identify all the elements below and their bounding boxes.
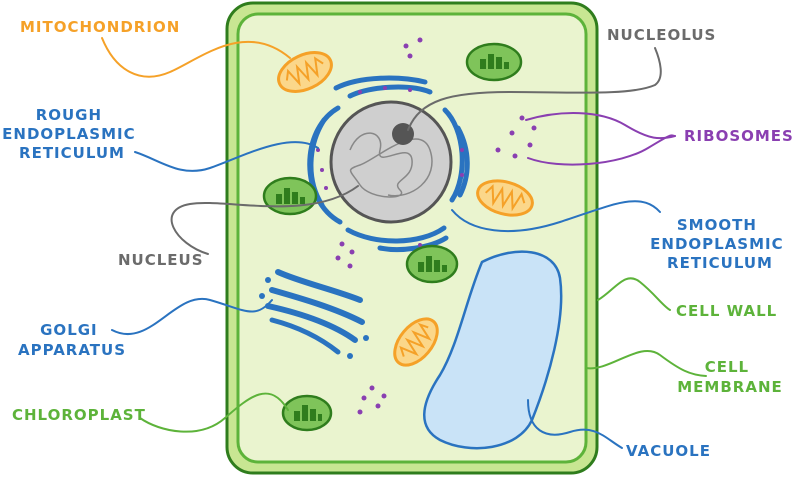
- leader-rough-er: [134, 141, 319, 172]
- label-rough-er-line-3: RETICULUM: [19, 144, 125, 162]
- nucleus: [329, 100, 453, 224]
- labels: MITOCHONDRION NUCLEOLUS ROUGH ENDOPLASMI…: [2, 18, 794, 460]
- leader-golgi: [111, 297, 273, 336]
- label-nucleolus: NUCLEOLUS: [607, 26, 716, 44]
- label-smooth-er-line-2: ENDOPLASMIC: [650, 235, 783, 253]
- mitochondrion-1: [277, 51, 333, 93]
- leader-ribosomes-upper: [525, 112, 676, 140]
- leader-cell-wall: [597, 277, 671, 311]
- leader-cell-membrane: [585, 349, 707, 377]
- label-smooth-er: SMOOTH ENDOPLASMIC RETICULUM: [650, 216, 790, 272]
- chloroplast-2: [262, 176, 318, 216]
- leader-chloroplast: [139, 392, 289, 433]
- leader-smooth-er: [451, 200, 661, 232]
- label-rough-er-line-2: ENDOPLASMIC: [2, 125, 135, 143]
- leader-lines: [101, 37, 707, 449]
- chloroplast-4: [281, 394, 333, 432]
- label-nucleus: NUCLEUS: [118, 251, 204, 269]
- label-vacuole: VACUOLE: [626, 442, 711, 460]
- label-golgi: GOLGI APPARATUS: [18, 321, 126, 359]
- ribosomes: [335, 37, 537, 415]
- vacuole: [423, 250, 563, 450]
- rough-er-ribosomes: [316, 86, 464, 247]
- label-rough-er: ROUGH ENDOPLASMIC RETICULUM: [2, 106, 142, 162]
- golgi-apparatus: [259, 269, 369, 359]
- label-cell-membrane-line-1: CELL: [705, 358, 749, 376]
- label-golgi-line-2: APPARATUS: [18, 341, 126, 359]
- label-rough-er-line-1: ROUGH: [36, 106, 102, 124]
- leader-mitochondrion: [101, 37, 291, 78]
- leader-nucleolus: [407, 47, 662, 131]
- mitochondrion-2: [476, 179, 534, 217]
- label-cell-membrane: CELL MEMBRANE: [677, 358, 783, 396]
- label-cell-membrane-line-2: MEMBRANE: [677, 378, 783, 396]
- label-ribosomes: RIBOSOMES: [684, 127, 794, 145]
- label-smooth-er-line-3: RETICULUM: [667, 254, 773, 272]
- leader-vacuole: [527, 399, 623, 449]
- rough-er: [307, 75, 470, 253]
- chloroplast-3: [405, 244, 459, 284]
- mitochondrion-3: [393, 317, 439, 367]
- label-golgi-line-1: GOLGI: [40, 321, 98, 339]
- chloroplast-1: [465, 42, 523, 82]
- label-chloroplast: CHLOROPLAST: [12, 406, 146, 424]
- label-mitochondrion: MITOCHONDRION: [20, 18, 180, 36]
- label-smooth-er-line-1: SMOOTH: [677, 216, 757, 234]
- label-cell-wall: CELL WALL: [676, 302, 777, 320]
- leader-ribosomes-lower: [527, 134, 676, 166]
- leader-nucleus: [170, 185, 359, 255]
